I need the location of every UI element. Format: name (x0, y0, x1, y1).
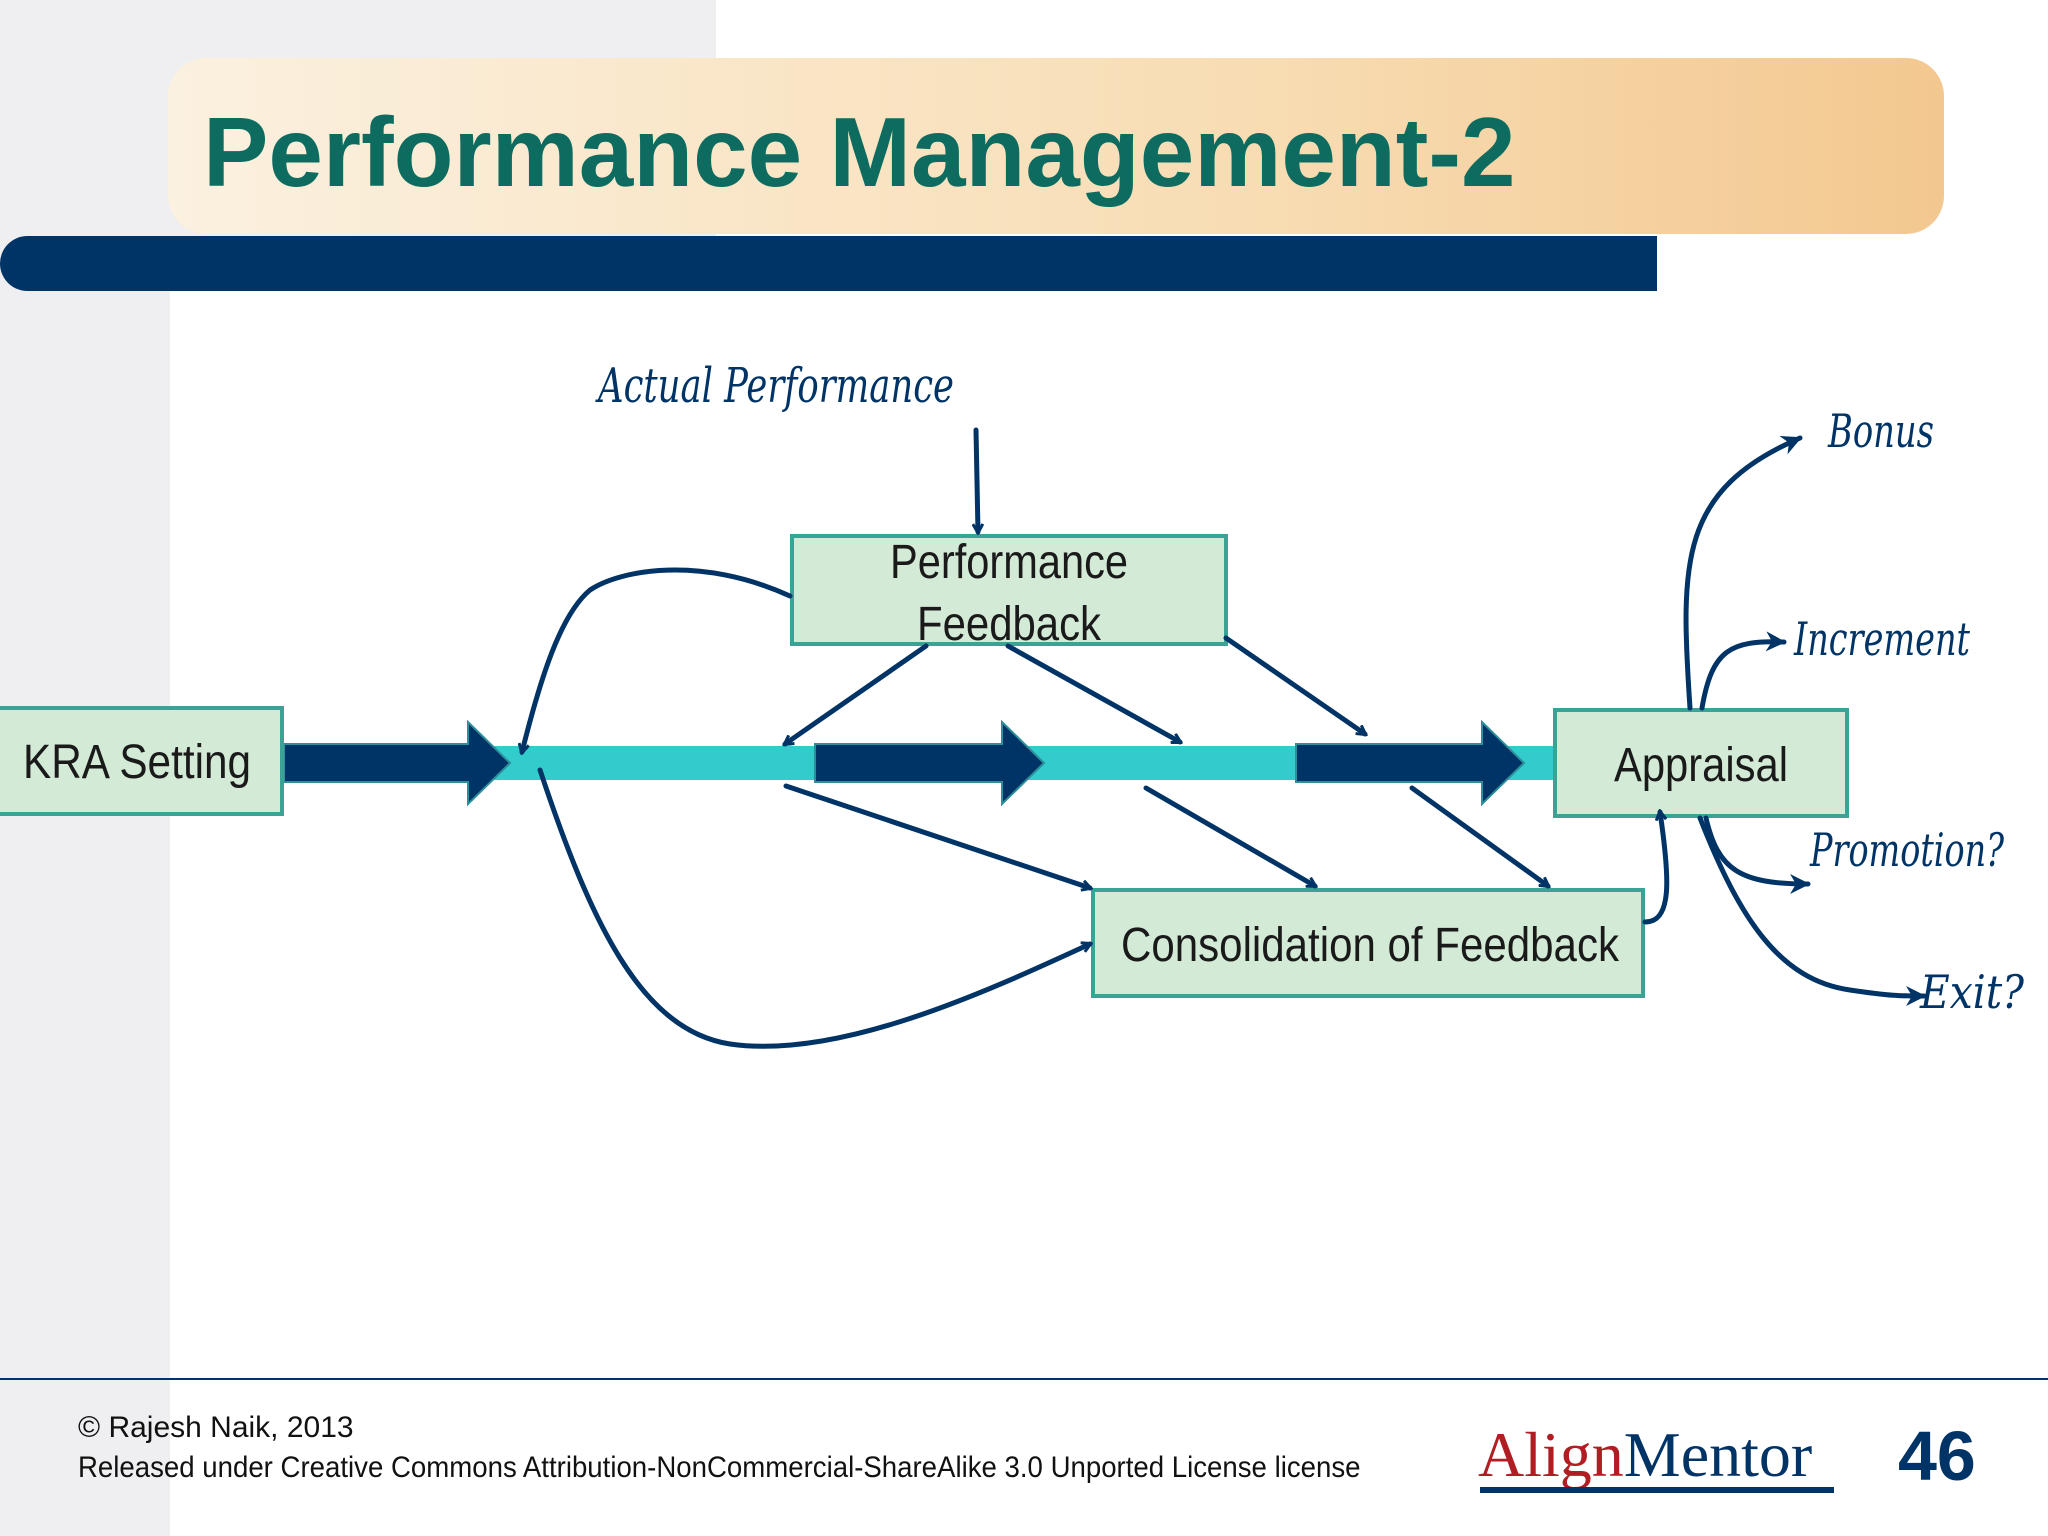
label-performance-feedback-1: Performance (890, 536, 1128, 589)
slide-title: Performance Management-2 (203, 97, 1516, 207)
box-consolidation (1091, 888, 1645, 998)
page-number: 46 (1898, 1417, 1976, 1495)
label-appraisal: Appraisal (1614, 739, 1788, 792)
arrow-feedback-down-right (1223, 635, 1365, 737)
footer-license: Released under Creative Commons Attribut… (78, 1451, 1361, 1484)
label-consolidation: Consolidation of Feedback (1121, 919, 1620, 972)
arrow-kra-loop-to-consolidation (537, 767, 1090, 1049)
label-actual-performance: Actual Performance (595, 358, 954, 414)
logo-part-mentor: Mentor (1623, 1419, 1813, 1490)
footer-divider (0, 1378, 2048, 1380)
label-increment: Increment (1793, 612, 1970, 666)
box-kra-setting (0, 706, 284, 816)
block-arrow-1 (283, 719, 512, 807)
arrow-actual-to-feedback (976, 427, 978, 532)
title-band (168, 58, 1944, 234)
arrow-appraisal-to-increment (1699, 631, 1787, 711)
label-bonus: Bonus (1827, 404, 1934, 458)
arrow-feedback-down-left (785, 643, 929, 747)
arrow-band-to-consolidation-3 (1409, 785, 1548, 889)
arrow-band-to-consolidation-1 (783, 783, 1090, 888)
alignmentor-logo: AlignMentor (1478, 1418, 1812, 1492)
arrow-consolidation-to-appraisal (1642, 812, 1670, 925)
label-promotion: Promotion? (1809, 823, 2004, 877)
logo-part-align: Align (1478, 1419, 1624, 1490)
block-arrow-2 (814, 719, 1046, 807)
arrow-appraisal-to-exit (1697, 815, 1927, 1006)
arrow-band-to-consolidation-2 (1143, 785, 1315, 889)
footer-copyright: © Rajesh Naik, 2013 (78, 1411, 354, 1444)
arrow-feedback-loop-back (522, 567, 793, 752)
logo-underline (1480, 1487, 1834, 1493)
block-arrow-3 (1295, 719, 1526, 807)
label-exit: Exit? (1919, 965, 2024, 1019)
arrow-appraisal-to-promotion (1703, 815, 1811, 894)
title-underline-bar (0, 236, 1657, 291)
label-kra-setting: KRA Setting (23, 736, 251, 789)
arrow-appraisal-to-bonus (1683, 435, 1803, 711)
arrow-feedback-down-mid (1005, 643, 1180, 745)
label-performance-feedback-2: Feedback (917, 598, 1102, 651)
